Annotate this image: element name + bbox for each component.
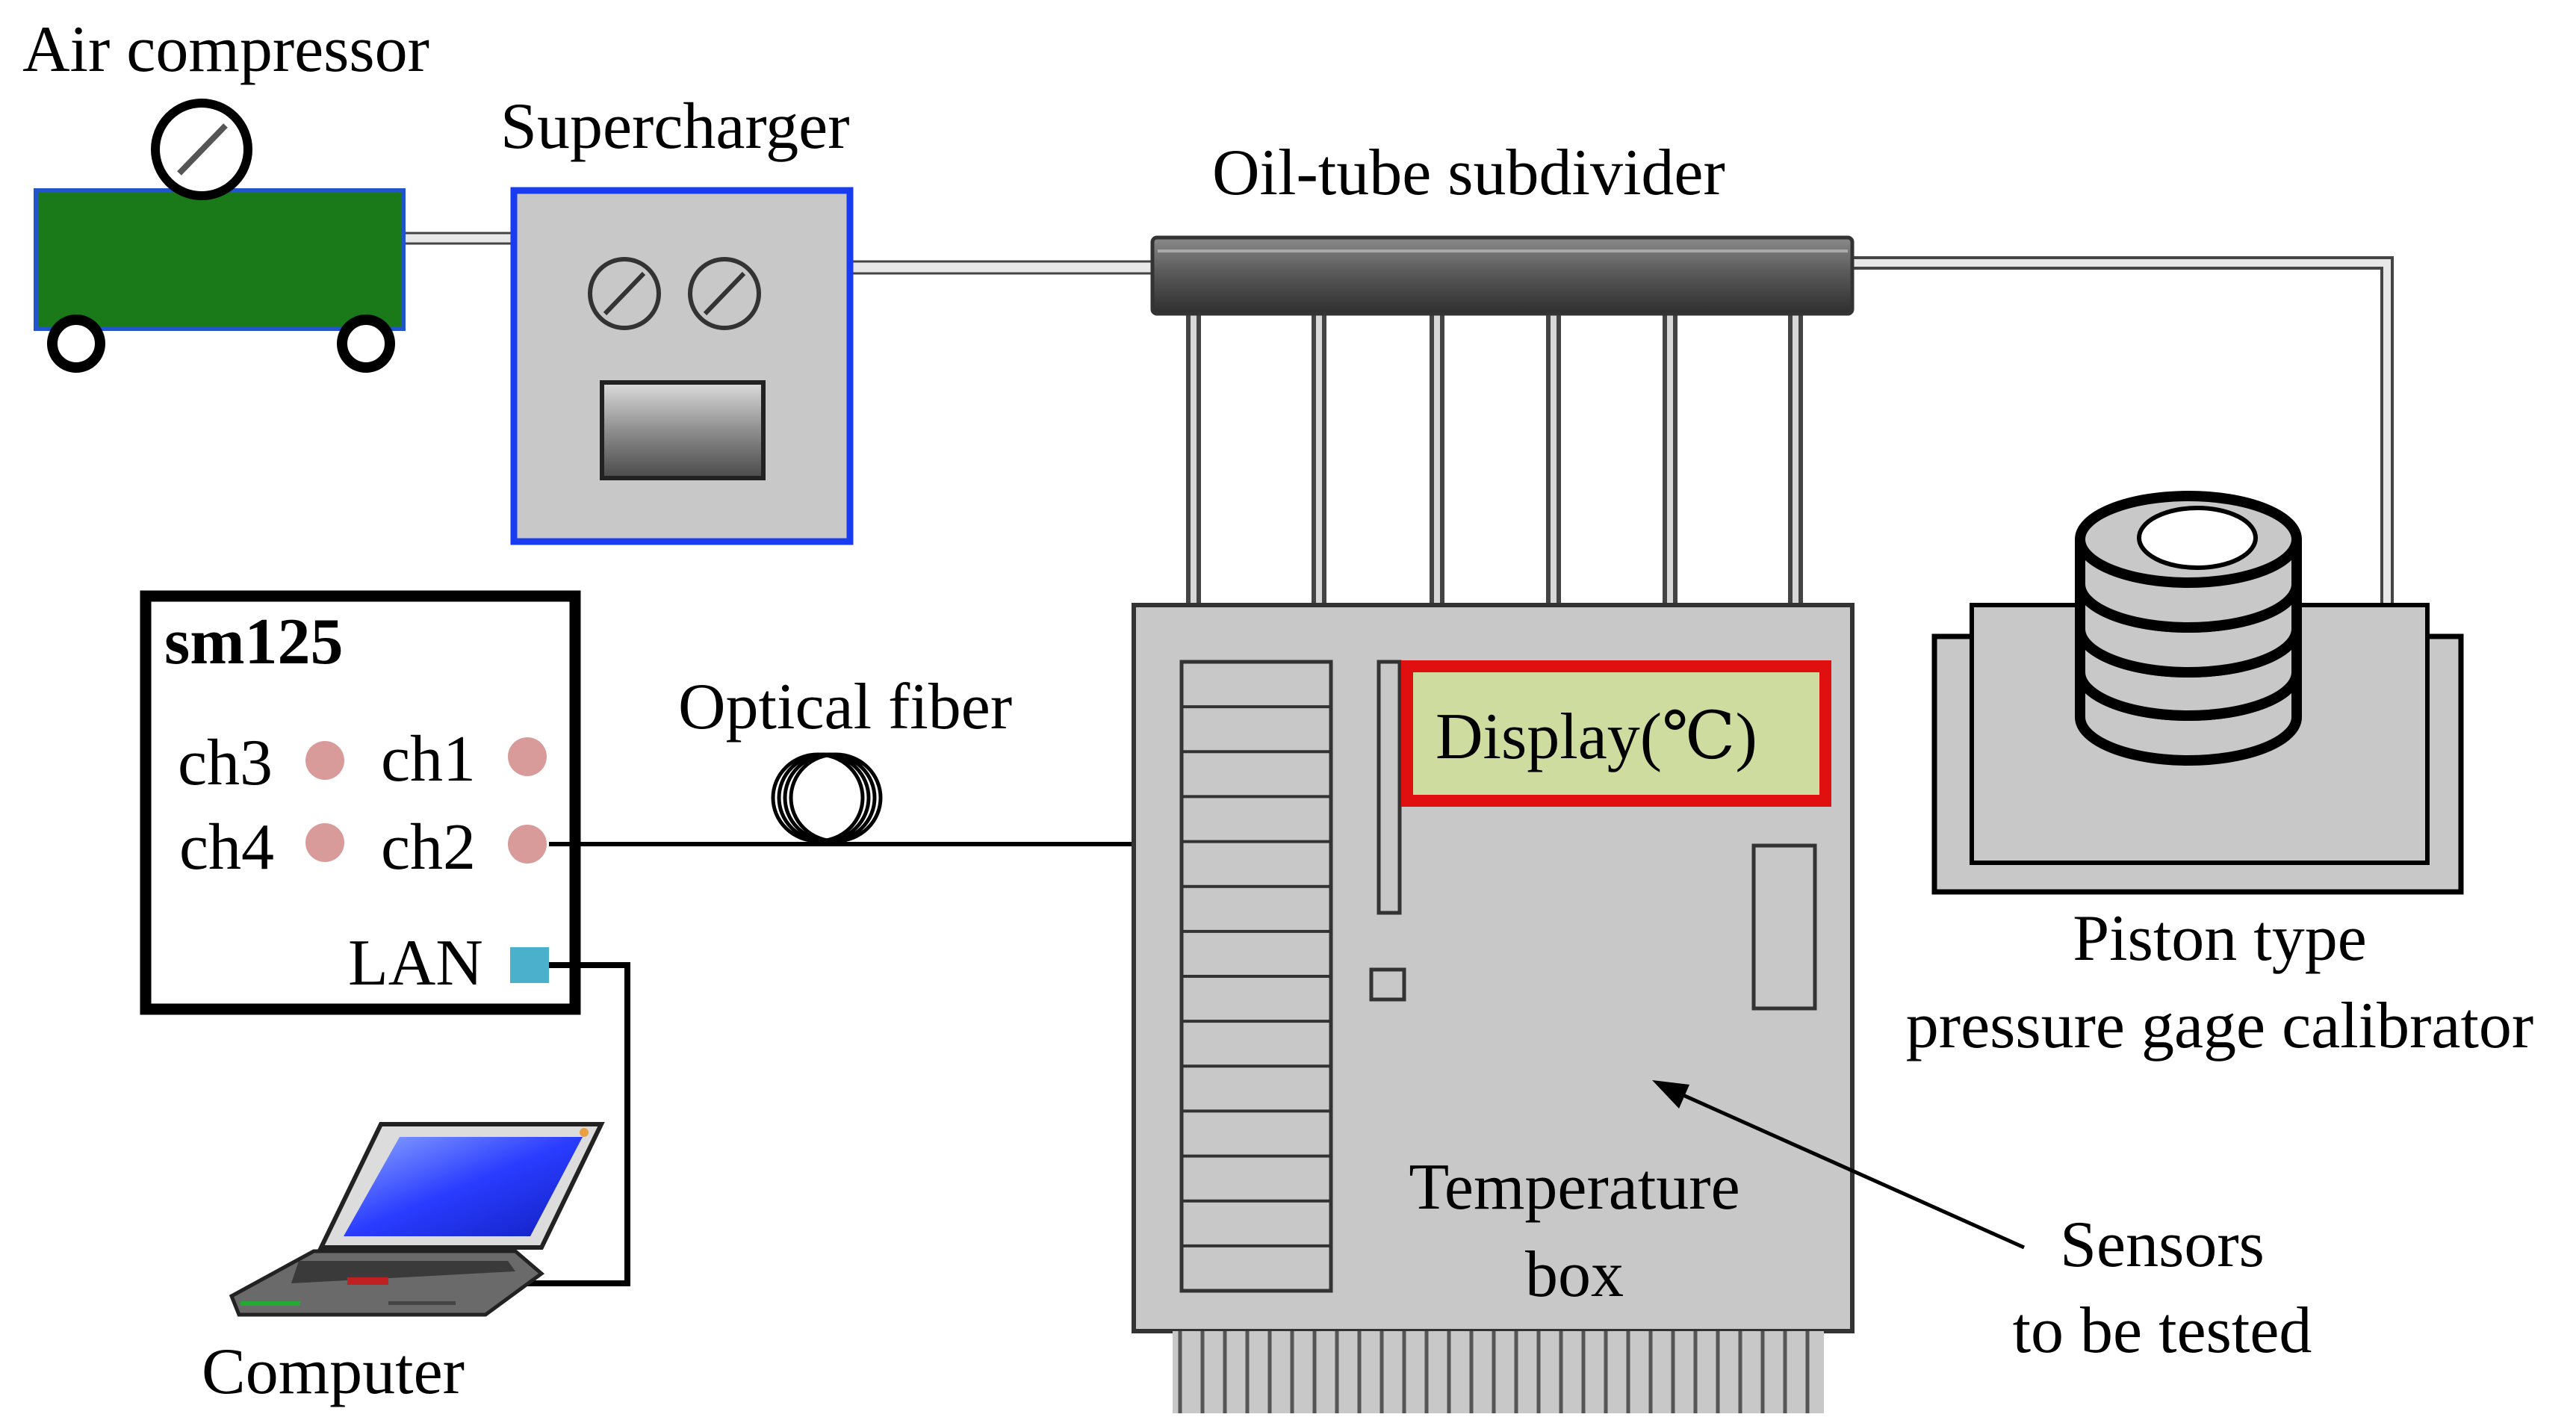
channel-ch2-indicator bbox=[508, 825, 547, 864]
sensors-label-line1: Sensors bbox=[2060, 1209, 2265, 1281]
channel-ch4-indicator bbox=[305, 823, 344, 862]
computer-label: Computer bbox=[202, 1336, 465, 1408]
temperature-box-label-line1: Temperature bbox=[1409, 1151, 1739, 1224]
oil-tube-subdivider bbox=[1150, 235, 1855, 316]
vertical-slot bbox=[1377, 660, 1402, 915]
lan-label: LAN bbox=[348, 927, 483, 999]
channel-ch3-label: ch3 bbox=[178, 727, 273, 799]
compressor-wheel-left bbox=[47, 314, 105, 373]
display-label: Display(℃) bbox=[1436, 701, 1757, 773]
fiber-coil-icon bbox=[771, 752, 883, 843]
supercharger-label: Supercharger bbox=[500, 90, 850, 163]
gauge-icon bbox=[588, 257, 661, 330]
oil-tubes bbox=[1186, 314, 1803, 605]
side-panel bbox=[1751, 843, 1817, 1011]
optical-fiber-label: Optical fiber bbox=[678, 671, 1012, 743]
sensors-label-line2: to be tested bbox=[2013, 1295, 2312, 1367]
temperature-box bbox=[1132, 603, 1855, 1413]
sm125-unit bbox=[140, 590, 581, 1015]
air-compressor bbox=[34, 99, 406, 373]
gauge-icon bbox=[151, 99, 252, 200]
small-button bbox=[1369, 967, 1406, 1002]
piston-calibrator bbox=[1931, 491, 2464, 895]
temperature-display bbox=[1401, 660, 1831, 807]
channel-ch4-label: ch4 bbox=[179, 811, 274, 884]
laptop-icon bbox=[229, 1122, 605, 1317]
channel-ch1-label: ch1 bbox=[381, 723, 476, 796]
channel-ch1-indicator bbox=[508, 737, 547, 776]
channel-ch2-label: ch2 bbox=[381, 811, 476, 884]
piston-label-line2: pressure gage calibrator bbox=[1906, 990, 2533, 1062]
supercharger-window bbox=[600, 380, 766, 480]
compressor-wheel-right bbox=[337, 314, 395, 373]
vent-slats bbox=[1179, 660, 1333, 1293]
sensors-arrow bbox=[1652, 1080, 2026, 1250]
piston-label-line1: Piston type bbox=[2073, 902, 2367, 975]
lan-cable bbox=[523, 962, 630, 1286]
sm125-label: sm125 bbox=[164, 606, 344, 678]
temperature-box-label-line2: box bbox=[1525, 1239, 1624, 1311]
oil-tube-subdivider-label: Oil-tube subdivider bbox=[1212, 137, 1725, 209]
gauge-icon bbox=[688, 257, 761, 330]
supercharger bbox=[510, 187, 854, 545]
lan-port bbox=[510, 947, 549, 983]
bottom-fins bbox=[1173, 1331, 1824, 1413]
air-compressor-label: Air compressor bbox=[22, 13, 429, 86]
channel-ch3-indicator bbox=[305, 741, 344, 780]
